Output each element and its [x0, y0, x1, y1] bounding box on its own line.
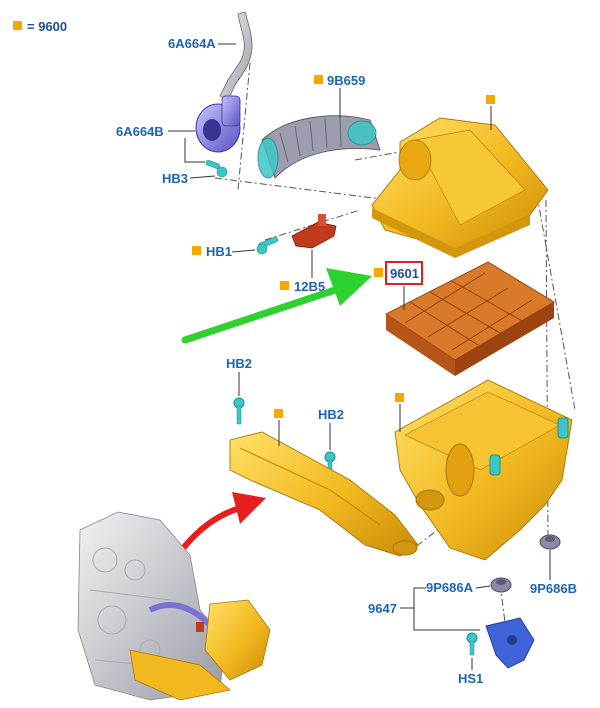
grommet-9p686b-part — [539, 534, 561, 550]
marker-lower-duct — [274, 409, 283, 418]
maf-housing-part — [195, 95, 241, 153]
screw-hb1-part — [256, 236, 279, 255]
screw-hs1-part — [466, 632, 478, 656]
highlight-box-9601 — [385, 261, 423, 285]
marker-lower-airbox — [395, 393, 404, 402]
intake-duct-part — [257, 115, 381, 179]
marker-9601 — [374, 268, 383, 277]
screw-hb3-part — [205, 159, 228, 178]
legend-text: = 9600 — [27, 19, 67, 34]
legend-marker — [13, 21, 22, 30]
label-9601: 9601 — [390, 266, 419, 281]
label-6a664b: 6A664B — [116, 124, 164, 139]
marker-hb1 — [192, 246, 201, 255]
marker-cover — [486, 95, 495, 104]
label-hb1: HB1 — [206, 244, 232, 259]
lower-intake-duct-part — [229, 431, 419, 557]
marker-9b659 — [314, 75, 323, 84]
label-6a664a: 6A664A — [168, 36, 216, 51]
label-hs1: HS1 — [458, 671, 483, 686]
label-9p686b: 9P686B — [530, 581, 577, 596]
grommet-9p686a-part — [490, 577, 512, 593]
airbox-cover-part — [371, 117, 549, 258]
label-12b5: 12B5 — [294, 279, 325, 294]
label-hb2-left: HB2 — [226, 356, 252, 371]
label-9b659: 9B659 — [327, 73, 365, 88]
bracket-group-leader — [400, 587, 426, 609]
bolt-hb2-left-part — [233, 397, 245, 425]
label-9p686a: 9P686A — [426, 580, 474, 595]
air-filter-part — [385, 261, 555, 376]
mounting-bracket-part — [485, 617, 535, 669]
airbox-lower-part — [394, 379, 573, 561]
sensor-12b5-part — [291, 214, 337, 249]
label-9647: 9647 — [368, 601, 397, 616]
label-hb3: HB3 — [162, 171, 188, 186]
marker-12b5 — [280, 281, 289, 290]
engine-assembly-thumbnail — [77, 511, 271, 701]
green-pointer-arrow — [181, 268, 372, 344]
label-hb2-right: HB2 — [318, 407, 344, 422]
upper-hose-part — [219, 11, 253, 105]
